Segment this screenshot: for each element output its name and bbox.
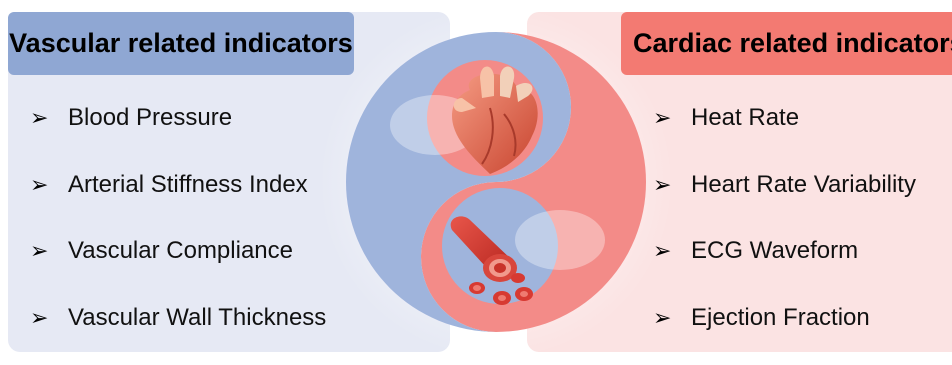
list-item: ➢Ejection Fraction (653, 298, 916, 338)
cardiac-header: Cardiac related indicators (621, 12, 952, 75)
list-item: ➢Vascular Compliance (30, 231, 326, 271)
list-item: ➢Heat Rate (653, 98, 916, 138)
arrowhead-bullet-icon: ➢ (653, 105, 691, 131)
vascular-indicator-list: ➢Blood Pressure ➢Arterial Stiffness Inde… (30, 98, 326, 365)
list-item-label: Heat Rate (691, 104, 799, 132)
list-item: ➢Blood Pressure (30, 98, 326, 138)
arrowhead-bullet-icon: ➢ (653, 172, 691, 198)
list-item-label: Vascular Compliance (68, 237, 293, 265)
list-item-label: Ejection Fraction (691, 304, 870, 332)
arrowhead-bullet-icon: ➢ (30, 105, 68, 131)
list-item-label: Vascular Wall Thickness (68, 304, 326, 332)
list-item: ➢Vascular Wall Thickness (30, 298, 326, 338)
list-item-label: Heart Rate Variability (691, 171, 916, 199)
arrowhead-bullet-icon: ➢ (30, 238, 68, 264)
arrowhead-bullet-icon: ➢ (30, 172, 68, 198)
arrowhead-bullet-icon: ➢ (30, 305, 68, 331)
arrowhead-bullet-icon: ➢ (653, 238, 691, 264)
list-item-label: Arterial Stiffness Index (68, 171, 308, 199)
list-item-label: ECG Waveform (691, 237, 858, 265)
list-item: ➢Arterial Stiffness Index (30, 165, 326, 205)
cardiac-indicator-list: ➢Heat Rate ➢Heart Rate Variability ➢ECG … (653, 98, 916, 365)
list-item: ➢ECG Waveform (653, 231, 916, 271)
arrowhead-bullet-icon: ➢ (653, 305, 691, 331)
list-item: ➢Heart Rate Variability (653, 165, 916, 205)
vascular-header: Vascular related indicators (8, 12, 354, 75)
list-item-label: Blood Pressure (68, 104, 232, 132)
